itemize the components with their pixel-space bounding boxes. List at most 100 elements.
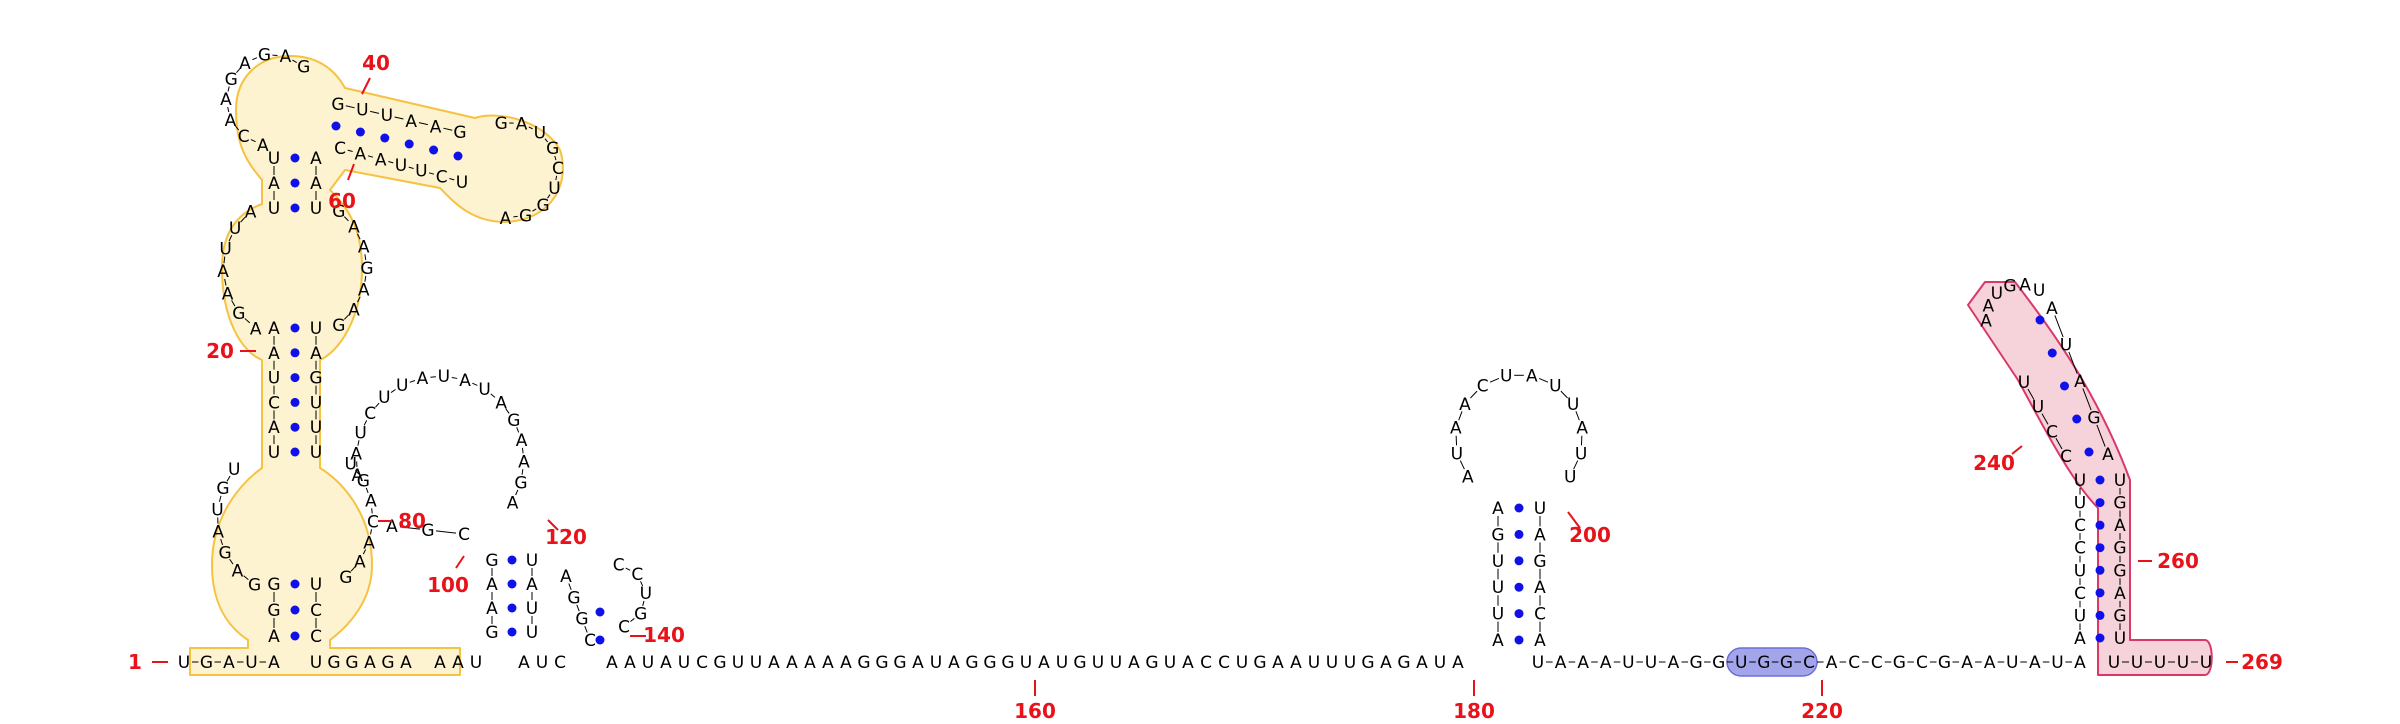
base-pair-dot — [290, 203, 300, 213]
backbone-bond — [1458, 411, 1463, 421]
base-pair-dot — [2095, 520, 2105, 530]
nucleotide-70: G — [1757, 653, 1770, 673]
nucleotide-59: A — [1452, 653, 1464, 673]
backbone-bond — [451, 376, 458, 379]
backbone-bond — [516, 427, 520, 433]
nucleotide-142: A — [348, 218, 360, 238]
backbone-bond — [240, 216, 246, 223]
nucleotide-133: G — [339, 568, 352, 588]
nucleotide-73: A — [1826, 653, 1838, 673]
nucleotide-172: U — [534, 123, 546, 143]
nucleotide-152: G — [225, 70, 238, 90]
nucleotide-52: U — [1326, 653, 1338, 673]
backbone-bonds — [192, 54, 2198, 663]
nucleotide-85: U — [2108, 653, 2120, 673]
base-pair-dot — [1514, 609, 1524, 619]
base-pair-dot — [507, 555, 517, 565]
nucleotide-184: U — [396, 376, 408, 396]
base-pair-dot — [429, 145, 439, 155]
nucleotide-125: G — [216, 479, 229, 499]
nucleotide-177: G — [519, 206, 532, 226]
nucleotide-30: U — [930, 653, 942, 673]
nucleotide-135: G — [232, 304, 245, 324]
nucleotide-9: A — [364, 653, 376, 673]
nucleotide-178: A — [500, 209, 512, 229]
backbone-bond — [355, 469, 360, 475]
base-pair-dot — [290, 323, 300, 333]
backbone-bond — [218, 495, 222, 502]
backbone-bond — [490, 393, 496, 398]
nucleotide-181: U — [354, 423, 366, 443]
nucleotide-43: U — [1164, 653, 1176, 673]
label-tick — [1567, 511, 1581, 529]
nucleotide-248: G — [2113, 606, 2126, 626]
nucleotide-134: A — [250, 319, 262, 339]
backbone-bond — [515, 489, 519, 496]
nucleotide-163: C — [334, 139, 346, 159]
nucleotide-157: G — [331, 95, 344, 115]
backbone-bond — [630, 618, 635, 622]
nucleotide-166: U — [395, 156, 407, 176]
nucleotide-231: C — [1477, 376, 1489, 396]
nucleotide-95: C — [554, 653, 566, 673]
position-label-260: 260 — [2157, 549, 2199, 573]
backbone-bond — [532, 208, 537, 212]
nucleotide-174: C — [552, 159, 564, 179]
backbone-bond — [399, 526, 421, 530]
backbone-bond — [357, 233, 361, 240]
nucleotide-261: A — [2074, 372, 2086, 392]
nucleotide-193: G — [514, 474, 527, 494]
label-tick — [2011, 445, 2023, 455]
position-label-60: 60 — [328, 189, 356, 213]
backbone-bond — [236, 68, 241, 74]
nucleotide-92: U — [470, 653, 482, 673]
backbone-bond — [528, 126, 533, 130]
nucleotide-106: A — [268, 344, 280, 364]
nucleotide-118: A — [310, 174, 322, 194]
nucleotide-110: G — [309, 369, 322, 389]
nucleotide-98: G — [267, 575, 280, 595]
base-pair-dot — [2072, 414, 2082, 424]
position-label-180: 180 — [1453, 699, 1495, 723]
nucleotide-169: U — [456, 173, 468, 193]
nucleotide-65: U — [1645, 653, 1657, 673]
label-tick — [455, 555, 465, 569]
backbone-bond — [220, 538, 224, 546]
nucleotide-7: G — [327, 653, 340, 673]
nucleotide-229: A — [1450, 419, 1462, 439]
backbone-bond — [1470, 390, 1478, 399]
nucleotide-252: A — [2114, 516, 2126, 536]
nucleotide-74: C — [1848, 653, 1860, 673]
nucleotide-175: U — [548, 179, 560, 199]
nucleotide-16: U — [678, 653, 690, 673]
backbone-bond — [625, 567, 631, 571]
nucleotide-126: U — [228, 460, 240, 480]
nucleotide-137: A — [217, 262, 229, 282]
nucleotide-240: U — [2074, 606, 2086, 626]
nucleotide-158: U — [356, 101, 368, 121]
nucleotide-149: C — [238, 127, 250, 147]
nucleotide-136: A — [222, 284, 234, 304]
base-pair-dot — [1514, 635, 1524, 645]
nucleotide-62: A — [1577, 653, 1589, 673]
nucleotide-88: U — [2177, 653, 2189, 673]
nucleotide-224: G — [1533, 552, 1546, 572]
nucleotide-210: C — [613, 555, 625, 575]
backbone-bond — [2055, 438, 2063, 450]
backbone-bond — [505, 408, 510, 414]
nucleotide-120: G — [248, 576, 261, 596]
nucleotide-145: A — [358, 281, 370, 301]
backbone-bond — [428, 172, 435, 175]
nucleotide-187: A — [459, 371, 471, 391]
nucleotide-258: U — [2018, 373, 2030, 393]
nucleotide-2: G — [200, 653, 213, 673]
position-label-200: 200 — [1569, 523, 1611, 547]
nucleotide-47: U — [1236, 653, 1248, 673]
backbone-bond — [362, 549, 367, 555]
nucleotide-185: A — [417, 369, 429, 389]
nucleotide-182: C — [364, 404, 376, 424]
base-pair-dot — [2047, 348, 2057, 358]
nucleotide-66: A — [1668, 653, 1680, 673]
base-pair-dot — [1514, 556, 1524, 566]
